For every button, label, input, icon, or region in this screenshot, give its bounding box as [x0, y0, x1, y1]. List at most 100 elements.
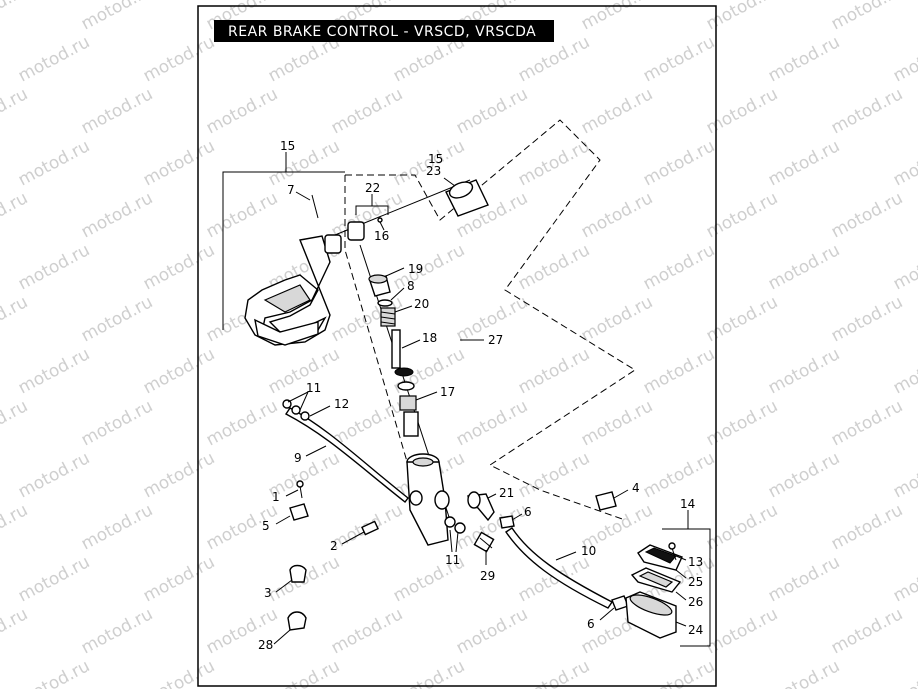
callout-11b: 11 — [445, 553, 460, 567]
watermark-text: motod.ru — [328, 188, 406, 242]
watermark-text: motod.ru — [515, 240, 593, 294]
callout-6a: 6 — [524, 505, 532, 519]
callout-1: 1 — [272, 490, 280, 504]
hose-10 — [505, 527, 614, 609]
diagram-frame — [197, 5, 717, 687]
fitting-21 — [467, 491, 495, 522]
watermark-text: motod.ru — [0, 84, 31, 138]
watermark-text: motod.ru — [515, 552, 593, 606]
reservoir-24 — [625, 591, 677, 639]
watermark-text: motod.ru — [203, 396, 281, 450]
leader-7 — [295, 191, 311, 201]
watermark-text: motod.ru — [765, 656, 843, 689]
watermark-text: motod.ru — [453, 396, 531, 450]
callout-24: 24 — [688, 623, 703, 637]
watermark-text: motod.ru — [265, 136, 343, 190]
callout-18: 18 — [422, 331, 437, 345]
callout-2: 2 — [330, 539, 338, 553]
callout-26: 26 — [688, 595, 703, 609]
title-bar — [214, 20, 554, 42]
reservoir-cap-25 — [637, 544, 683, 571]
watermark-text: motod.ru — [703, 500, 781, 554]
diaphragm-26 — [630, 567, 682, 593]
watermark-text: motod.ru — [78, 604, 156, 658]
watermark-text: motod.ru — [703, 0, 781, 34]
watermark-text: motod.ru — [203, 188, 281, 242]
callout-10: 10 — [581, 544, 596, 558]
watermark-text: motod.ru — [453, 604, 531, 658]
hose-clamp-6-upper — [499, 515, 515, 529]
watermark-text: motod.ru — [828, 84, 906, 138]
callout-6b: 6 — [587, 617, 595, 631]
callout-22: 22 — [365, 181, 380, 195]
watermark-text: motod.ru — [765, 240, 843, 294]
watermark-text: motod.ru — [640, 32, 718, 86]
leader-6b — [599, 607, 615, 621]
leader-11b — [449, 529, 453, 553]
watermark-text: motod.ru — [328, 604, 406, 658]
watermark-text: motod.ru — [578, 292, 656, 346]
leader-21 — [487, 493, 497, 499]
leader-26 — [675, 591, 687, 601]
watermark-text: motod.ru — [265, 344, 343, 398]
watermark-text: motod.ru — [0, 396, 31, 450]
watermark-text: motod.ru — [890, 136, 918, 190]
leader-24 — [675, 621, 687, 627]
leader-8 — [390, 287, 405, 301]
watermark-text: motod.ru — [828, 188, 906, 242]
watermark-text: motod.ru — [640, 344, 718, 398]
clip-28 — [287, 611, 307, 631]
watermark-text: motod.ru — [890, 240, 918, 294]
callout-13: 13 — [688, 555, 703, 569]
leader-16 — [379, 221, 385, 231]
leader-18 — [401, 339, 421, 349]
watermark-text: motod.ru — [203, 84, 281, 138]
cotter-pin-7 — [311, 194, 319, 219]
watermark-text: motod.ru — [140, 240, 218, 294]
leader-10 — [555, 551, 577, 561]
watermark-text: motod.ru — [703, 188, 781, 242]
watermark-text: motod.ru — [828, 500, 906, 554]
callout-15a: 15 — [280, 139, 295, 153]
watermark-text: motod.ru — [515, 344, 593, 398]
callout-16: 16 — [374, 229, 389, 243]
clip-5 — [289, 503, 309, 521]
watermark-text: motod.ru — [640, 240, 718, 294]
watermark-text: motod.ru — [828, 0, 906, 34]
callout-12: 12 — [334, 397, 349, 411]
watermark-text: motod.ru — [78, 396, 156, 450]
clip-3 — [289, 564, 307, 583]
retaining-ring-8 — [377, 299, 393, 307]
callout-28: 28 — [258, 638, 273, 652]
leader-3 — [275, 579, 293, 593]
callout-14: 14 — [680, 497, 695, 511]
watermark-text: motod.ru — [0, 292, 31, 346]
watermark-text: motod.ru — [578, 188, 656, 242]
piston-17 — [397, 381, 419, 437]
watermark-text: motod.ru — [78, 188, 156, 242]
group-27-outline — [345, 119, 636, 521]
leader-6a — [511, 513, 523, 521]
watermark-text: motod.ru — [828, 604, 906, 658]
watermark-text: motod.ru — [640, 448, 718, 502]
callout-27: 27 — [488, 333, 503, 347]
watermark-text: motod.ru — [140, 656, 218, 689]
leader-1 — [285, 489, 299, 497]
page-title: REAR BRAKE CONTROL - VRSCD, VRSCDA — [228, 24, 536, 40]
watermark-text: motod.ru — [140, 32, 218, 86]
watermark-text: motod.ru — [140, 344, 218, 398]
watermark-text: motod.ru — [703, 292, 781, 346]
leader-25 — [675, 569, 687, 579]
leader-19 — [385, 267, 405, 277]
callout-29: 29 — [480, 569, 495, 583]
brake-pedal-part — [244, 235, 331, 346]
boot-19 — [368, 274, 391, 297]
callout-11a: 11 — [306, 381, 321, 395]
bolt-2 — [361, 520, 379, 536]
watermark-text: motod.ru — [0, 500, 31, 554]
leader-11a2 — [299, 391, 309, 411]
watermark-text: motod.ru — [15, 32, 93, 86]
callout-3: 3 — [264, 586, 272, 600]
watermark-text: motod.ru — [890, 656, 918, 689]
